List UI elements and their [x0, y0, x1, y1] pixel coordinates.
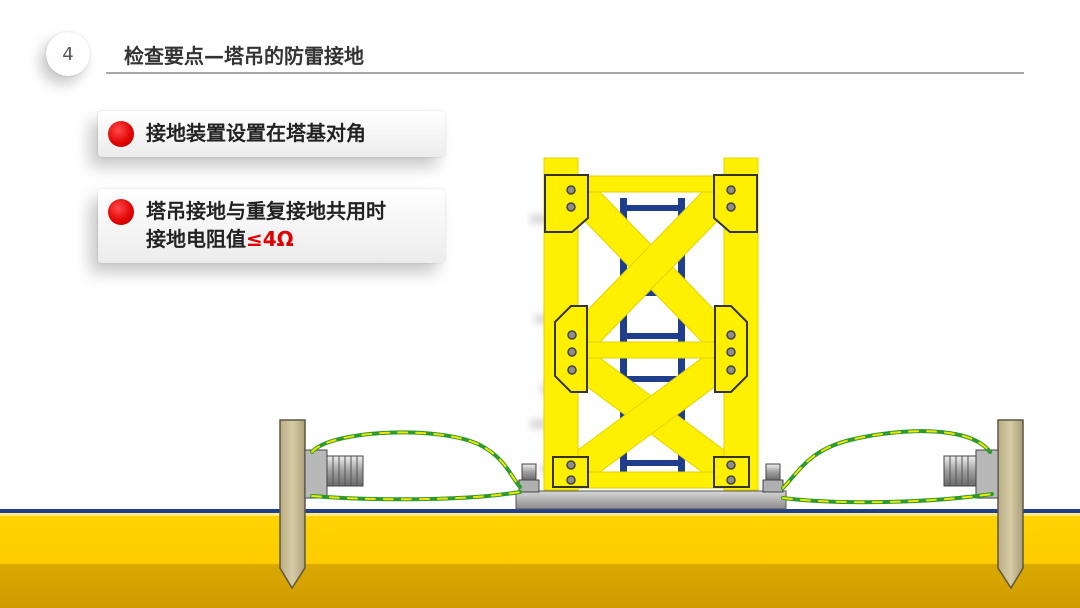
bolts	[566, 185, 736, 485]
slide-number: 4	[62, 43, 74, 65]
ground	[0, 509, 1080, 608]
base-clamps	[518, 463, 784, 493]
grounding-rod-right	[943, 419, 1024, 590]
tower-base-plate	[515, 490, 787, 510]
bullet-text-2: 塔吊接地与重复接地共用时 接地电阻值≤4Ω	[146, 197, 386, 253]
grounding-rod-left	[279, 419, 364, 590]
bullet-card-1: 接地装置设置在塔基对角	[98, 111, 445, 157]
bullet-card-2: 塔吊接地与重复接地共用时 接地电阻值≤4Ω	[98, 189, 445, 263]
resistance-value: ≤4Ω	[246, 227, 294, 251]
resistance-label: 接地电阻值	[146, 227, 246, 251]
bullet-dot-icon	[108, 121, 134, 147]
grounding-wires	[310, 429, 994, 505]
bullet-dot-icon	[108, 199, 134, 225]
slide-number-badge: 4	[46, 32, 90, 76]
bullet-text-1: 接地装置设置在塔基对角	[146, 121, 366, 145]
bullet-text-2-line2: 接地电阻值≤4Ω	[146, 225, 386, 253]
title-divider	[106, 72, 1024, 74]
bullet-text-2-line1: 塔吊接地与重复接地共用时	[146, 199, 386, 223]
page-title: 检查要点—塔吊的防雷接地	[124, 44, 364, 68]
gusset-plates	[544, 174, 758, 488]
